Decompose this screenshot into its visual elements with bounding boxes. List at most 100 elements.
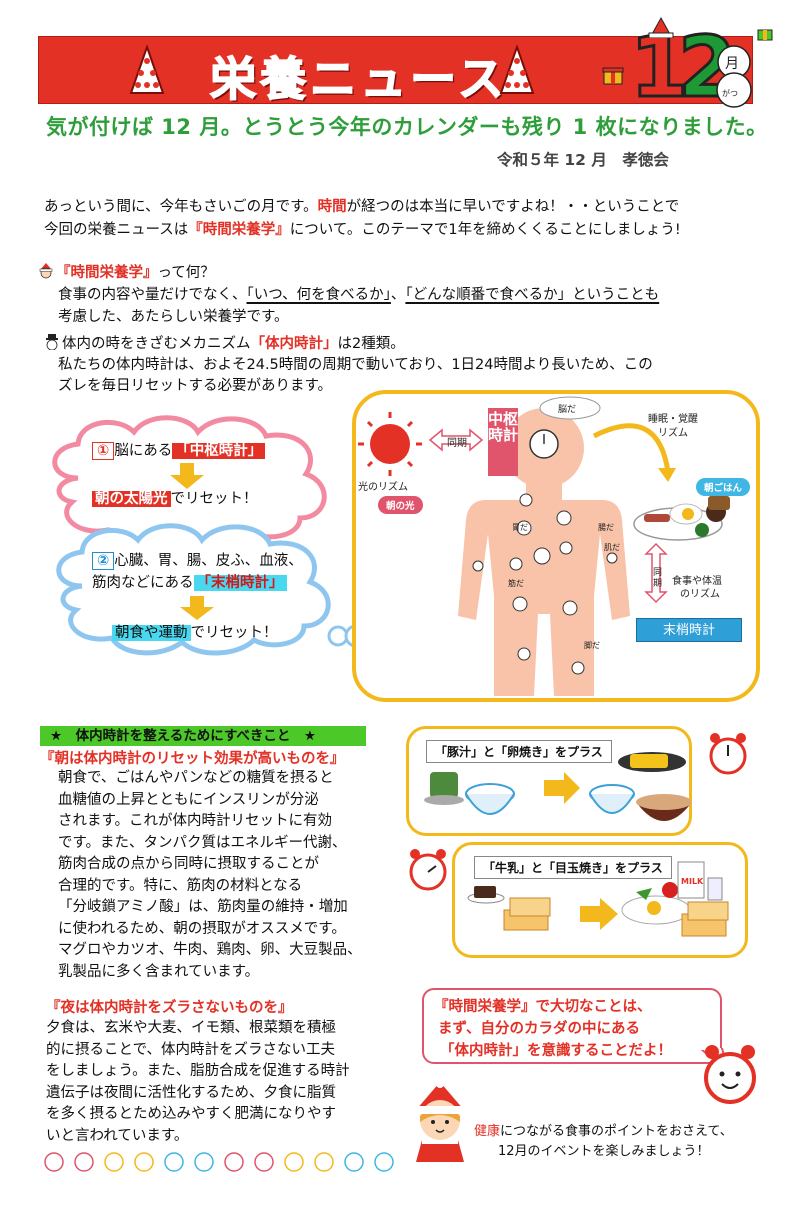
body-line: 夕食は、玄米や大麦、イモ類、根菜類を積極 — [46, 1020, 336, 1036]
body-line: 血糖値の上昇とともにインスリンが分泌 — [58, 791, 319, 808]
morning-sunlight-label: 朝の太陽光 — [92, 491, 171, 507]
closing-line-1: 健康につながる食事のポイントをおさえて、 — [474, 1122, 733, 1142]
body-line: マグロやカツオ、牛肉、鶏肉、卵、大豆製品、 — [58, 942, 362, 958]
peripheral-clock-box: 末梢時計 — [636, 618, 742, 642]
body-line: をしましょう。また、脂肪合成を促進する時計 — [46, 1063, 350, 1079]
intro-text: について。このテーマで1年を締めくくることにしましょう! — [289, 222, 681, 238]
body-line: 「分岐鎖アミノ酸」は、筋肉量の維持・増加 — [58, 899, 348, 915]
body-line: 筋肉合成の点から同時に摂取することが — [58, 856, 319, 872]
milk-egg-toast-illustration: MILK — [467, 861, 729, 937]
section-text: 、 — [390, 287, 406, 303]
intro-text: 今回の栄養ニュースは — [44, 222, 189, 238]
speech-callout — [422, 988, 722, 1064]
snowman-face-icon — [46, 334, 58, 350]
organ-label: 胃だ — [512, 523, 528, 532]
snowman-icon: 月 がつ — [716, 45, 752, 108]
sync-label: 同期 — [447, 438, 467, 449]
rhythm-label: リズム — [658, 428, 688, 439]
section-heading-highlight: 『時間栄養学』 — [56, 265, 158, 281]
date-organization: 令和５年 12 月 孝徳会 — [497, 151, 669, 169]
section-text: 食事の内容や量だけでなく、 — [58, 287, 247, 303]
body-line: 遺伝子は夜間に活性化するため、夕食に脂質 — [46, 1084, 336, 1101]
organ-label: 腸だ — [598, 523, 614, 532]
morning-heading: 『朝は体内時計のリセット効果が高いものを』 — [40, 751, 345, 767]
body-line: です。また、タンパク質はエネルギー代謝、 — [58, 834, 347, 851]
meal-temp-label: 食事や体温 — [672, 576, 722, 587]
santa-face-icon — [39, 263, 53, 279]
gift-icon — [757, 29, 773, 41]
organ-label: 筋だ — [508, 579, 524, 588]
section-heading: って何？ — [157, 265, 215, 281]
section-text: ズレを毎日リセットする必要があります。 — [58, 378, 333, 394]
christmas-tree-icon — [499, 45, 535, 94]
down-arrow-icon — [180, 596, 214, 620]
intro-paragraph: あっという間に、今年もさいごの月です。時間が経つのは本当に早いですよね！・・とい… — [44, 196, 764, 242]
light-rhythm-label: 光のリズム — [358, 482, 408, 493]
callout-text: 『時間栄養学』で大切なことは、 まず、自分のカラダの中にある 「体内時計」を意識… — [434, 996, 672, 1062]
sun-icon — [358, 412, 422, 476]
page-title: 栄養ニュース — [209, 51, 508, 107]
peripheral-clock-label: 「末梢時計」 — [193, 575, 287, 591]
section-heading: は2種類。 — [337, 336, 405, 352]
section-underlined-text: 「どんな順番で食べるか」ということも — [405, 287, 660, 303]
closing-highlight: 健康 — [474, 1124, 501, 1139]
title-banner: 栄養ニュース — [38, 36, 753, 107]
section-what-is: 『時間栄養学』って何？ 食事の内容や量だけでなく、「いつ、何を食べるか」、「どん… — [38, 262, 768, 328]
food-label-1: 「豚汁」と「卵焼き」をプラス — [426, 740, 612, 763]
food-label-2: 「牛乳」と「目玉焼き」をプラス — [474, 856, 672, 879]
section-underlined-text: 「いつ、何を食べるか」 — [246, 287, 391, 303]
alarm-clock-row — [44, 1152, 394, 1172]
body-figure-illustration — [358, 396, 730, 696]
body-line: 乳製品に多く含まれています。 — [58, 963, 260, 980]
milk-carton-text: MILK — [681, 877, 704, 886]
alarm-clock-face-icon — [709, 733, 747, 775]
intro-text: あっという間に、今年もさいごの月です。 — [44, 199, 318, 215]
section-body-clock: 体内の時をきざむメカニズム「体内時計」は2種類。 私たちの体内時計は、およそ24… — [44, 334, 774, 397]
body-line: 合理的です。特に、筋肉の材料となる — [58, 877, 303, 894]
santa-girl-icon — [414, 1082, 466, 1162]
body-line: 朝食で、ごはんやパンなどの糖質を摂ると — [58, 770, 334, 786]
central-clock-box: 中枢時計 — [488, 408, 518, 476]
month-reading-text: がつ — [722, 88, 738, 98]
closing-line-2: 12月のイベントを楽しみましょう！ — [498, 1144, 710, 1159]
breakfast-badge: 朝ごはん — [696, 478, 751, 496]
callout-line: まず、自分のカラダの中にある — [438, 1021, 640, 1037]
cloud2-number: ② — [92, 552, 115, 570]
cloud2-text: でリセット！ — [190, 625, 278, 641]
christmas-tree-icon — [129, 45, 165, 94]
section-heading-highlight: 「体内時計」 — [250, 336, 338, 352]
callout-line: 『時間栄養学』で大切なことは、 — [434, 999, 652, 1015]
organ-label: 脚だ — [584, 641, 600, 650]
subtitle: 気が付けば 12 月。とうとう今年のカレンダーも残り 1 枚になりました。 — [46, 115, 768, 139]
breakfast-plate-icon — [633, 496, 730, 541]
sleep-wake-label: 睡眠・覚醒 — [648, 414, 698, 425]
santa-hat-icon — [648, 16, 674, 38]
callout-line: 「体内時計」を意識することだよ！ — [440, 1043, 672, 1059]
organ-label: 肌だ — [604, 543, 620, 552]
cloud1-text: でリセット！ — [170, 491, 258, 507]
morning-light-badge: 朝の光 — [378, 496, 423, 514]
alarm-clock-face-icon — [704, 1045, 756, 1104]
tonjiru-tamagoyaki-illustration — [424, 752, 692, 821]
month-badge: 1 2 月 がつ — [600, 14, 773, 118]
tips-heading-bar: ★ 体内時計を整えるためにすべきこと ★ — [40, 726, 366, 746]
section-text: 私たちの体内時計は、およそ24.5時間の周期で動いており、1日24時間より長いた… — [58, 357, 653, 373]
breakfast-exercise-label: 朝食や運動 — [112, 625, 191, 641]
section-heading: 体内の時をきざむメカニズム — [62, 336, 251, 352]
cloud2-line3: 朝食や運動でリセット！ — [112, 622, 278, 644]
intro-highlight: 時間 — [317, 199, 347, 215]
gift-icon — [602, 67, 624, 85]
body-line: されます。これが体内時計リセットに有効 — [58, 813, 333, 829]
section-text: 考慮した、あたらしい栄養学です。 — [58, 309, 289, 325]
cloud2-text: 筋肉などにある — [92, 575, 194, 591]
down-arrow-icon — [170, 463, 204, 489]
cloud2-line2: 筋肉などにある「末梢時計」 — [92, 572, 287, 594]
central-clock-label: 「中枢時計」 — [172, 443, 266, 459]
body-line: を多く摂るとため込みやすく肥満になりやす — [46, 1106, 336, 1122]
morning-body: 朝食で、ごはんやパンなどの糖質を摂ると 血糖値の上昇とともにインスリンが分泌 さ… — [58, 768, 362, 983]
brain-label: 脳だ — [558, 405, 577, 415]
night-heading: 『夜は体内時計をズラさないものを』 — [46, 1000, 293, 1016]
closing-text: につながる食事のポイントをおさえて、 — [500, 1124, 733, 1139]
